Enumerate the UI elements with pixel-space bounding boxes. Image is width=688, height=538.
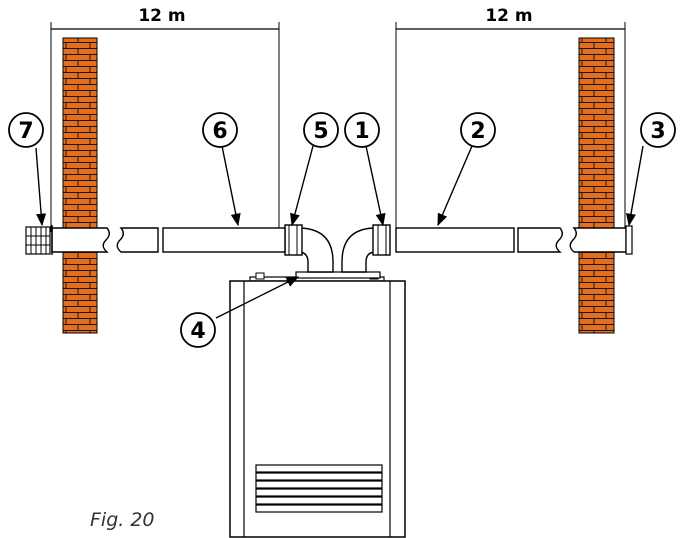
dimension-left: 12 m [50, 6, 280, 232]
right-pipe-run [395, 225, 633, 255]
callout-4: 4 [180, 312, 216, 348]
callout-7: 7 [8, 112, 44, 148]
left-pipe-section [162, 227, 286, 253]
leader-7 [35, 147, 47, 227]
left-pipe-run [25, 225, 286, 255]
callout-6: 6 [202, 112, 238, 148]
dimension-right-label: 12 m [485, 6, 532, 26]
brick-wall-right [578, 37, 615, 334]
left-pipe-broken-section [116, 227, 159, 253]
leader-6 [221, 145, 241, 227]
svg-text:5: 5 [313, 119, 328, 144]
callout-1: 1 [344, 112, 380, 148]
svg-text:7: 7 [18, 119, 33, 144]
left-wall-pipe [51, 227, 110, 253]
boiler-vent-grille [255, 464, 383, 513]
callout-3: 3 [640, 112, 676, 148]
boiler [229, 271, 406, 538]
callout-5: 5 [303, 112, 339, 148]
leader-2 [437, 145, 473, 227]
flue-adapter-plate [295, 271, 381, 279]
leader-5 [290, 145, 314, 227]
leader-3 [626, 145, 644, 227]
brick-wall-left [62, 37, 98, 334]
right-wall-pipe [569, 227, 627, 253]
right-pipe-broken-section [517, 227, 563, 253]
leader-4 [215, 276, 300, 319]
svg-text:3: 3 [650, 119, 665, 144]
svg-text:4: 4 [190, 319, 205, 344]
left-elbow [284, 224, 334, 273]
svg-text:2: 2 [470, 119, 485, 144]
dimension-right: 12 m [395, 6, 626, 232]
figure-caption: Fig. 20 [90, 509, 155, 531]
dimension-left-label: 12 m [138, 6, 185, 26]
wall-terminal-plate [625, 225, 633, 255]
svg-text:1: 1 [354, 119, 369, 144]
right-elbow [341, 224, 391, 273]
terminal-grille [25, 226, 51, 255]
svg-text:6: 6 [212, 119, 227, 144]
right-pipe-section [395, 227, 515, 253]
callout-2: 2 [460, 112, 496, 148]
leader-1 [365, 145, 386, 227]
